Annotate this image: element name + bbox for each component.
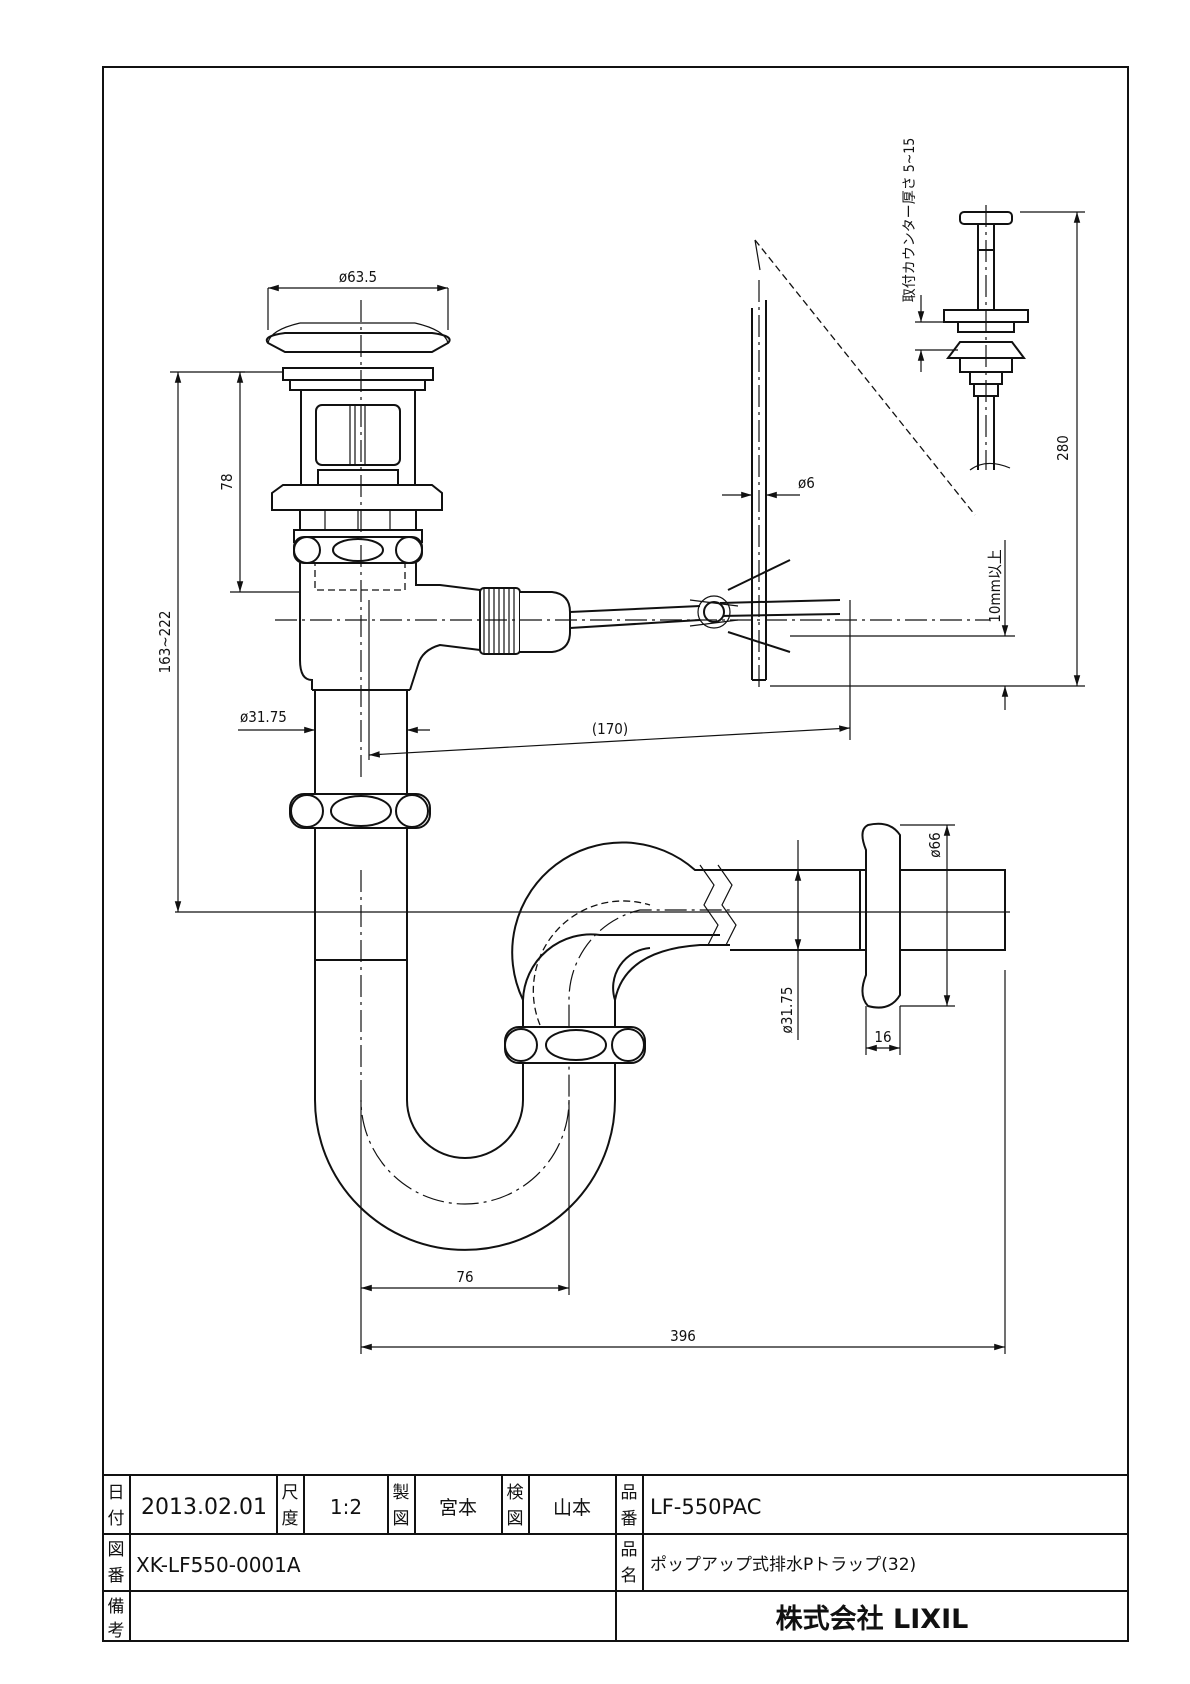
title-block: 日 付 2013.02.01 尺 度 1:2 製 図 宮本 検 図 山本 品 番… xyxy=(103,1474,1128,1641)
drawn-label-2: 図 xyxy=(393,1509,410,1529)
dim-rod-length: (170) xyxy=(592,720,628,738)
counter-mount-detail xyxy=(943,205,1029,471)
dim-pipe-diameter: ø31.75 xyxy=(240,708,287,726)
trap-clamp xyxy=(504,1026,646,1064)
popup-cap xyxy=(265,322,451,489)
drawn-by: 宮本 xyxy=(439,1497,477,1519)
dim-76: 76 xyxy=(456,1268,473,1286)
drain-assembly-drawing xyxy=(175,205,1029,1251)
part-number: LF-550PAC xyxy=(650,1495,761,1519)
p-trap xyxy=(314,822,1006,1251)
scale-value: 1:2 xyxy=(330,1495,362,1519)
rod-connector xyxy=(479,559,841,655)
dim-flange-diameter: ø66 xyxy=(926,832,944,857)
dim-396: 396 xyxy=(670,1327,696,1345)
part-name: ポップアップ式排水Pトラップ(32) xyxy=(650,1555,916,1575)
company-name: 株式会社 LIXIL xyxy=(776,1603,969,1635)
dim-counter-thickness: 取付カウンター厚さ 5~15 xyxy=(902,138,918,303)
dim-10mm: 10mm以上 xyxy=(986,549,1004,622)
dim-trap-pipe-diameter: ø31.75 xyxy=(778,987,796,1034)
scale-label-2: 度 xyxy=(282,1509,299,1529)
checked-label-1: 検 xyxy=(507,1483,524,1503)
remarks-label-2: 考 xyxy=(108,1621,125,1641)
dim-16: 16 xyxy=(874,1028,891,1046)
date-value: 2013.02.01 xyxy=(141,1495,267,1520)
checked-label-2: 図 xyxy=(507,1509,524,1529)
dim-cap-diameter: ø63.5 xyxy=(339,268,377,286)
part-name-label-1: 品 xyxy=(621,1540,638,1560)
pull-rod xyxy=(751,280,767,690)
part-no-label-1: 品 xyxy=(621,1483,638,1503)
middle-clamp xyxy=(289,793,431,829)
date-label-2: 付 xyxy=(108,1509,125,1529)
part-no-label-2: 番 xyxy=(621,1509,638,1529)
part-name-label-2: 名 xyxy=(621,1566,638,1586)
date-label-1: 日 xyxy=(108,1483,125,1503)
drawing-no-label-1: 図 xyxy=(108,1540,125,1560)
drawing-no-label-2: 番 xyxy=(108,1566,125,1586)
drain-body xyxy=(299,562,481,691)
drawing-number: XK-LF550-0001A xyxy=(136,1553,301,1577)
remarks-label-1: 備 xyxy=(108,1597,125,1617)
dim-163-222: 163~222 xyxy=(156,611,174,674)
upper-clamp xyxy=(293,536,423,564)
checked-by: 山本 xyxy=(553,1497,591,1519)
dim-78: 78 xyxy=(218,473,236,490)
dim-rod-diameter: ø6 xyxy=(798,474,815,492)
drawing-border xyxy=(102,66,1129,1642)
drawn-label-1: 製 xyxy=(393,1483,410,1503)
scale-label-1: 尺 xyxy=(282,1483,299,1503)
body-flange xyxy=(271,484,443,543)
dim-280: 280 xyxy=(1054,435,1072,461)
dimensions: ø63.5 78 163~222 ø31.75 (170) ø6 10mm以上 xyxy=(156,138,1085,1354)
counter-guide xyxy=(754,239,976,516)
